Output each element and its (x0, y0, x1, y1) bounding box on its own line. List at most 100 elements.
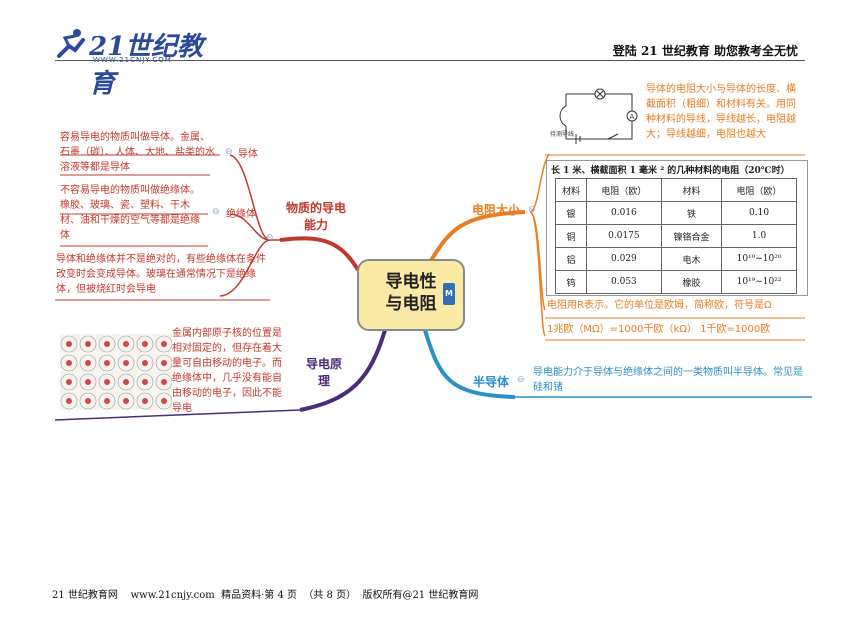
resistance-table: 材料 电阻（欧） 材料 电阻（欧） 银 0.016 铁 0.10 铜 0.017… (555, 178, 797, 294)
atom-ring (60, 392, 78, 410)
atom-ring (117, 373, 135, 391)
atom-nucleus (123, 379, 129, 385)
atom-nucleus (161, 379, 167, 385)
atom-nucleus (66, 398, 72, 404)
table-cell: 1.0 (721, 224, 797, 248)
col-header: 材料 (660, 178, 723, 202)
semiconductor-label[interactable]: 半导体 (472, 375, 509, 389)
collapse-icon[interactable]: ⊖ (528, 205, 536, 215)
circuit-caption: 待测导线 (550, 130, 574, 138)
atom-ring (60, 354, 78, 372)
atom-ring (117, 392, 135, 410)
table-cell: 钨 (555, 270, 587, 294)
atom-nucleus (161, 398, 167, 404)
atom-nucleus (142, 360, 148, 366)
atom-ring (60, 373, 78, 391)
collapse-icon[interactable]: ⊖ (517, 375, 525, 385)
logo-text: 21世纪教育 (89, 32, 204, 99)
table-cell: 铜 (555, 224, 587, 248)
atom-nucleus (85, 379, 91, 385)
atom-ring (98, 392, 116, 410)
col-header: 电阻（欧） (721, 178, 797, 202)
atom-nucleus (142, 398, 148, 404)
atom-nucleus (104, 360, 110, 366)
atom-ring (79, 335, 97, 353)
conductor-insulator-note: 导体和绝缘体并不是绝对的，有些绝缘体在条件改变时会变成导体。玻璃在通常情况下是绝… (56, 254, 266, 295)
atom-nucleus (123, 398, 129, 404)
atom-nucleus (142, 341, 148, 347)
center-line1: 导电性 (385, 272, 437, 292)
atom-ring (98, 354, 116, 372)
insulator-label[interactable]: 绝缘体 (226, 209, 256, 220)
atom-nucleus (104, 341, 110, 347)
table-cell: 10¹⁹~10²² (721, 270, 797, 294)
atom-ring (117, 354, 135, 372)
table-row: 钨 0.053 橡胶 10¹⁹~10²² (555, 270, 797, 294)
table-cell: 0.016 (585, 201, 662, 225)
resistance-label[interactable]: 电阻大小 (471, 203, 520, 217)
collapse-icon[interactable]: ⊖ (212, 207, 220, 217)
atom-nucleus (104, 398, 110, 404)
atom-nucleus (66, 341, 72, 347)
center-node[interactable]: 导电性 与电阻 M (357, 259, 465, 331)
atom-ring (155, 354, 172, 372)
atom-ring (155, 392, 172, 410)
mindmap-badge: M (443, 283, 455, 305)
svg-text:A: A (630, 113, 635, 121)
table-row: 银 0.016 铁 0.10 (555, 201, 797, 225)
table-row: 铝 0.029 电木 10¹⁰~10²⁰ (555, 247, 797, 271)
circuit-diagram: A 待测导线 (548, 84, 644, 154)
table-cell: 0.10 (721, 201, 797, 225)
collapse-icon[interactable]: ⊖ (225, 147, 233, 157)
conductor-label[interactable]: 导体 (238, 149, 258, 160)
atom-ring (98, 335, 116, 353)
table-cell: 铁 (660, 201, 723, 225)
atom-ring (79, 373, 97, 391)
semiconductor-text: 导电能力介于导体与绝缘体之间的一类物质叫半导体。常见是硅和锗 (533, 367, 803, 393)
branch-semiconductor (423, 329, 516, 399)
atom-nucleus (85, 360, 91, 366)
atom-ring (155, 373, 172, 391)
atom-nucleus (123, 360, 129, 366)
branch-conductivity (279, 236, 360, 272)
atom-lattice-image (60, 334, 172, 410)
atom-nucleus (161, 360, 167, 366)
atom-ring (136, 373, 154, 391)
branch-principle (299, 329, 387, 412)
runner-icon (57, 29, 85, 58)
conductor-text: 容易导电的物质叫做导体。金属、石墨（碳）、人体、大地、盐类的水溶液等都是导体 (60, 132, 215, 173)
atom-nucleus (85, 398, 91, 404)
atom-nucleus (104, 379, 110, 385)
resistance-factors-text: 导体的电阻大小与导体的长度、横截面积（粗细）和材料有关。用同种材料的导线，导线越… (646, 84, 796, 140)
principle-text: 金属内部原子核的位置是相对固定的，但存在着大量可自由移动的电子。而绝缘体中，几乎… (172, 328, 282, 414)
atom-nucleus (66, 360, 72, 366)
atom-nucleus (66, 379, 72, 385)
table-row: 铜 0.0175 镍铬合金 1.0 (555, 224, 797, 248)
col-header: 电阻（欧） (585, 178, 662, 202)
table-cell: 镍铬合金 (660, 224, 723, 248)
table-cell: 0.053 (585, 270, 662, 294)
conductivity-label[interactable]: 物质的导电能力 (285, 201, 346, 232)
atom-ring (136, 392, 154, 410)
atom-ring (60, 335, 78, 353)
atom-ring (79, 392, 97, 410)
table-cell: 0.0175 (585, 224, 662, 248)
resistance-table-panel: 长 1 米、横截面积 1 毫米 ² 的几种材料的电阻（20℃时） 材料 电阻（欧… (546, 160, 808, 296)
table-caption: 长 1 米、横截面积 1 毫米 ² 的几种材料的电阻（20℃时） (551, 166, 790, 176)
atom-ring (79, 354, 97, 372)
atom-ring (136, 335, 154, 353)
principle-label[interactable]: 导电原理 (305, 357, 342, 388)
collapse-icon[interactable]: ⊖ (266, 233, 274, 243)
col-header: 材料 (555, 178, 587, 202)
atom-ring (98, 373, 116, 391)
resistance-unit-text: 电阻用R表示。它的单位是欧姆，简称欧，符号是Ω (547, 300, 772, 311)
atom-nucleus (85, 341, 91, 347)
insulator-text: 不容易导电的物质叫做绝缘体。橡胶、玻璃、瓷、塑料、干木材、油和干燥的空气等都是绝… (60, 185, 200, 241)
atom-nucleus (123, 341, 129, 347)
table-cell: 电木 (660, 247, 723, 271)
center-line2: 与电阻 (385, 294, 437, 314)
table-cell: 铝 (555, 247, 587, 271)
atom-ring (136, 354, 154, 372)
unit-conversion-text: 1兆欧（MΩ）=1000千欧（kΩ） 1千欧=1000欧 (547, 324, 771, 335)
